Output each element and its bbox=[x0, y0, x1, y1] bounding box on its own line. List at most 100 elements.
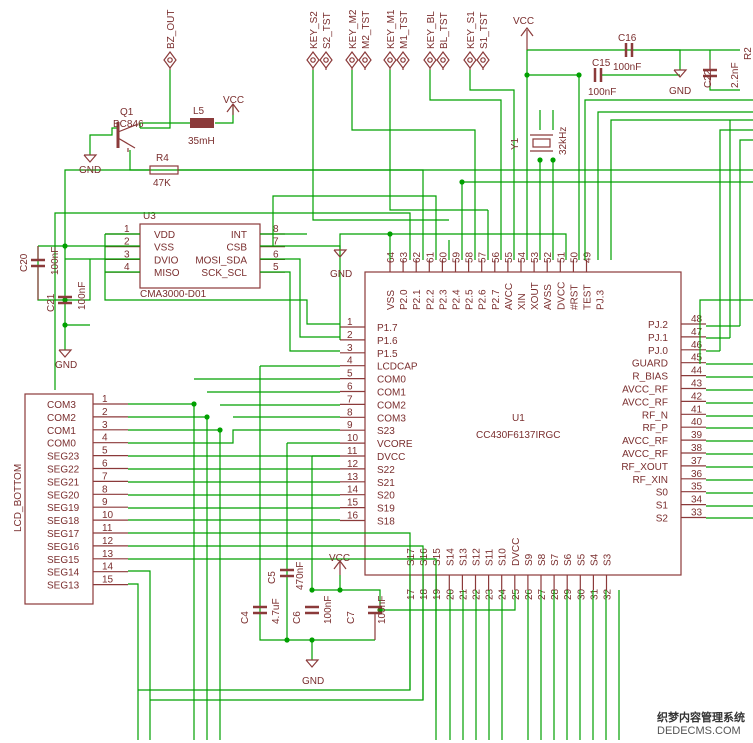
gnd-label-bottom: GND bbox=[302, 676, 324, 687]
u1-pin-number: 42 bbox=[691, 391, 703, 402]
u1-pin-name: XOUT bbox=[530, 282, 541, 310]
u1-pin-name: COM3 bbox=[377, 413, 406, 424]
u1-pin-name: R_BIAS bbox=[632, 372, 668, 383]
u1-pin-number: 7 bbox=[347, 394, 353, 405]
u1-pin-number: 37 bbox=[691, 456, 703, 467]
u1-pin-number: 45 bbox=[691, 353, 703, 364]
testpoint-label: M1_TST bbox=[399, 11, 410, 49]
gnd-label-u3: GND bbox=[330, 269, 352, 280]
c16-value: 100nF bbox=[613, 62, 641, 73]
u1-pin-name: P1.5 bbox=[377, 349, 398, 360]
q1-value: BC846 bbox=[113, 119, 144, 130]
u1-bottom-pins: 17S1718S1619S1520S1421S1322S1223S1124S10… bbox=[406, 538, 614, 600]
u1-pin-number: 43 bbox=[691, 379, 703, 390]
u1-pin-number: 18 bbox=[419, 588, 430, 600]
u1-pin-name: RF_XIN bbox=[632, 475, 668, 486]
u1-pin-name: GUARD bbox=[632, 359, 668, 370]
u1-pin-name: P2.2 bbox=[425, 289, 436, 310]
lcd-pin-name: SEG18 bbox=[47, 516, 80, 527]
u3-value: CMA3000-D01 bbox=[140, 289, 207, 300]
testpoint-pad bbox=[383, 51, 397, 69]
u1-pin-name: S20 bbox=[377, 491, 395, 502]
gnd-symbol-topright bbox=[673, 69, 688, 78]
u3-pins: 1VDD2VSS3DVIO4MISO8INT7CSB6MOSI_SDA5SCK_… bbox=[105, 224, 285, 279]
u1-pin-number: 16 bbox=[347, 511, 359, 522]
u1-pin-number: 44 bbox=[691, 366, 703, 377]
u1-pin-number: 62 bbox=[412, 251, 423, 263]
u1-pin-name: DVCC bbox=[377, 452, 405, 463]
u1-pin-number: 64 bbox=[386, 251, 397, 263]
u1-pin-number: 30 bbox=[576, 588, 587, 600]
u1-pin-number: 50 bbox=[569, 251, 580, 263]
u1-pin-name: P2.3 bbox=[438, 289, 449, 310]
lcd-body bbox=[24, 393, 94, 605]
c7-ref: C7 bbox=[346, 611, 357, 624]
u3-pin-name: DVIO bbox=[154, 255, 179, 266]
u1-pin-number: 14 bbox=[347, 485, 359, 496]
testpoint-pad bbox=[396, 51, 410, 69]
u3-pin-number: 7 bbox=[273, 237, 279, 248]
u3-pin-name: INT bbox=[231, 230, 247, 241]
testpoint-pad bbox=[358, 51, 372, 69]
c7-value: 100nF bbox=[377, 596, 388, 624]
u1-pin-number: 47 bbox=[691, 327, 703, 338]
u1-pin-name: RF_XOUT bbox=[621, 462, 668, 473]
u1-pin-name: P2.5 bbox=[465, 289, 476, 310]
u3-pin-name: MISO bbox=[154, 268, 180, 279]
u1-pin-name: S17 bbox=[406, 548, 417, 566]
l5-value: 35mH bbox=[188, 136, 215, 147]
lcd-pin-name: COM0 bbox=[47, 439, 76, 450]
testpoint-pad bbox=[319, 51, 333, 69]
u1-pin-name: P1.6 bbox=[377, 336, 398, 347]
testpoint-label: KEY_M2 bbox=[348, 9, 359, 49]
u3-pin-number: 5 bbox=[273, 262, 279, 273]
u3-pin-number: 6 bbox=[273, 249, 279, 260]
u1-pin-number: 48 bbox=[691, 314, 703, 325]
gnd-symbol-bottom bbox=[305, 659, 320, 668]
testpoint-label: S2_TST bbox=[322, 12, 333, 49]
u1-pin-number: 38 bbox=[691, 443, 703, 454]
lcd-pin-number: 14 bbox=[102, 562, 114, 573]
c5-ref: C5 bbox=[267, 571, 278, 584]
c22-value: 2.2nF bbox=[730, 62, 741, 88]
u1-pin-name: LCDCAP bbox=[377, 362, 418, 373]
u3-pin-name: VDD bbox=[154, 230, 175, 241]
u1-pin-name: S8 bbox=[537, 553, 548, 566]
u1-pin-name: RF_N bbox=[642, 410, 668, 421]
u3-pin-number: 8 bbox=[273, 224, 279, 235]
u1-pin-number: 23 bbox=[485, 588, 496, 600]
u1-pin-number: 29 bbox=[563, 588, 574, 600]
c21-value: 100nF bbox=[77, 282, 88, 310]
lcd-pins: 1COM32COM23COM14COM05SEG236SEG227SEG218S… bbox=[47, 394, 128, 592]
gnd-symbol-buzzer bbox=[83, 154, 98, 163]
testpoint-hole bbox=[400, 57, 406, 63]
gnd-label-c21: GND bbox=[55, 360, 77, 371]
l5-ref: L5 bbox=[193, 106, 205, 117]
u1-pin-name: S6 bbox=[563, 553, 574, 566]
r4-resistor bbox=[149, 165, 179, 175]
gnd-label-topright: GND bbox=[669, 86, 691, 97]
testpoint-pad bbox=[345, 51, 359, 69]
u3-pin-number: 4 bbox=[124, 262, 130, 273]
testpoint-pad bbox=[306, 51, 320, 69]
lcd-pin-number: 2 bbox=[102, 407, 108, 418]
y1-value: 32kHz bbox=[558, 127, 569, 155]
c15-ref: C15 bbox=[592, 58, 611, 69]
c4-value: 4.7uF bbox=[271, 598, 282, 624]
lcd-pin-name: SEG13 bbox=[47, 581, 80, 592]
u1-pin-name: S9 bbox=[524, 553, 535, 566]
u1-pin-name: AVSS bbox=[543, 284, 554, 310]
testpoint-pad bbox=[163, 51, 177, 69]
u3-pin-name: MOSI_SDA bbox=[195, 255, 247, 266]
lcd-pin-name: SEG20 bbox=[47, 490, 80, 501]
vcc-symbol-top bbox=[520, 27, 534, 50]
u1-pin-name: XIN bbox=[517, 293, 528, 310]
lcd-pin-name: SEG21 bbox=[47, 477, 80, 488]
vcc-label-bottom: VCC bbox=[329, 553, 350, 564]
u1-pin-name: S16 bbox=[419, 548, 430, 566]
u1-right-pins: 48PJ.247PJ.146PJ.045GUARD44R_BIAS43AVCC_… bbox=[621, 314, 706, 525]
c6-capacitor bbox=[305, 605, 319, 615]
u3-pin-name: VSS bbox=[154, 243, 174, 254]
testpoint-hole bbox=[167, 57, 173, 63]
u1-pin-name: P2.6 bbox=[478, 289, 489, 310]
